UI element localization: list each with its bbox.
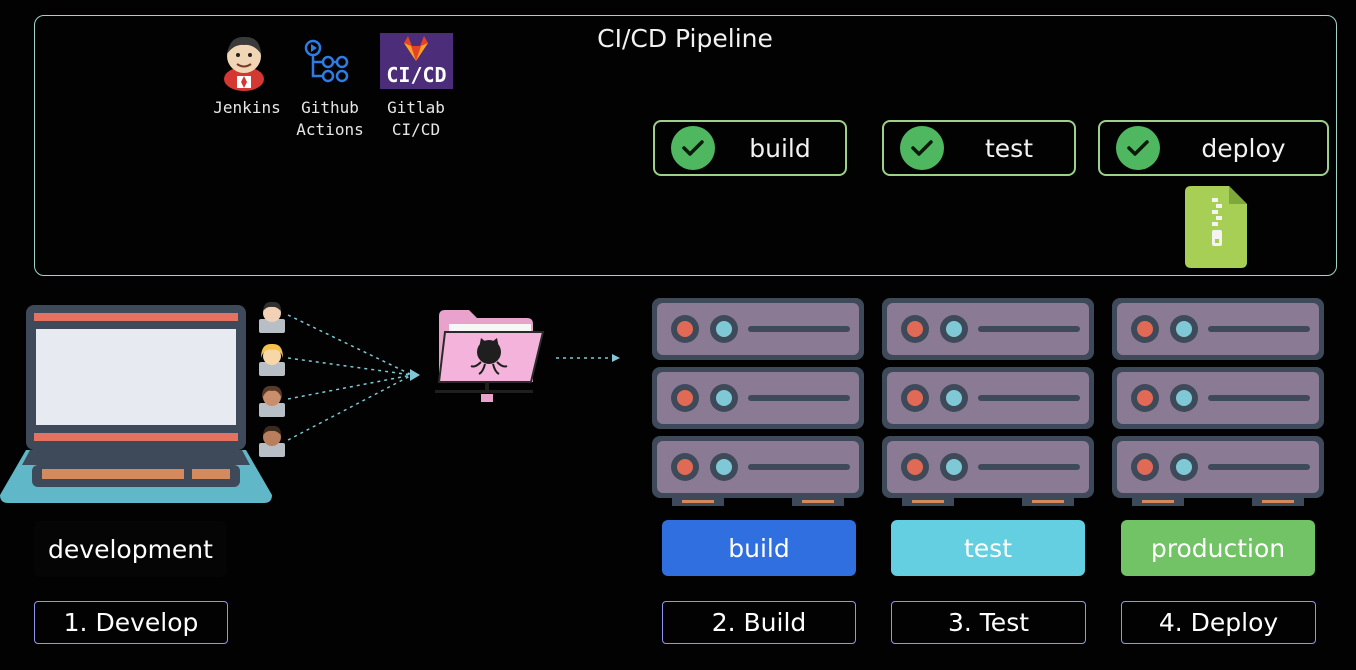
gitlab-cicd-icon: CI/CD <box>380 33 453 89</box>
github-repository-icon <box>435 308 547 408</box>
server-unit <box>1112 367 1324 429</box>
server-unit <box>652 367 864 429</box>
developer-avatar <box>259 343 285 376</box>
cicd-pipeline-box <box>34 15 1337 276</box>
server-unit <box>882 436 1094 498</box>
stage-deploy[interactable]: deploy <box>1098 120 1329 176</box>
build-server-stack <box>652 298 866 510</box>
tool-label-github-actions: Github Actions <box>296 98 364 139</box>
env-production: production <box>1121 520 1315 576</box>
step-deploy: 4. Deploy <box>1121 601 1316 644</box>
jenkins-icon <box>220 32 270 92</box>
laptop-icon <box>0 305 275 505</box>
step-develop: 1. Develop <box>34 601 228 644</box>
developer-avatar <box>259 385 285 417</box>
step-test: 3. Test <box>891 601 1086 644</box>
commit-arrows <box>287 314 620 441</box>
server-unit <box>652 436 864 498</box>
stage-label: build <box>749 133 811 163</box>
server-unit <box>652 298 864 360</box>
test-server-stack <box>882 298 1096 510</box>
check-icon <box>671 126 715 170</box>
stage-label: deploy <box>1201 133 1286 163</box>
pipeline-title: CI/CD Pipeline <box>597 24 773 53</box>
developer-avatar <box>259 301 285 333</box>
developers-group <box>256 299 290 459</box>
server-unit <box>1112 436 1324 498</box>
github-actions-icon <box>303 38 351 86</box>
step-build: 2. Build <box>662 601 856 644</box>
env-development: development <box>34 521 227 577</box>
production-server-stack <box>1112 298 1326 510</box>
stage-test[interactable]: test <box>882 120 1076 176</box>
server-unit <box>1112 298 1324 360</box>
tool-label-jenkins: Jenkins <box>213 98 281 117</box>
zip-artifact-icon <box>1185 184 1249 270</box>
gitlab-logo-text: CI/CD <box>386 63 446 87</box>
stage-label: test <box>984 133 1033 163</box>
server-unit <box>882 298 1094 360</box>
check-icon <box>900 126 944 170</box>
check-icon <box>1116 126 1160 170</box>
server-unit <box>882 367 1094 429</box>
developer-avatar <box>259 425 285 457</box>
tool-label-gitlab-cicd: Gitlab CI/CD <box>387 98 445 139</box>
env-test: test <box>891 520 1085 576</box>
stage-build[interactable]: build <box>653 120 847 176</box>
env-build: build <box>662 520 856 576</box>
